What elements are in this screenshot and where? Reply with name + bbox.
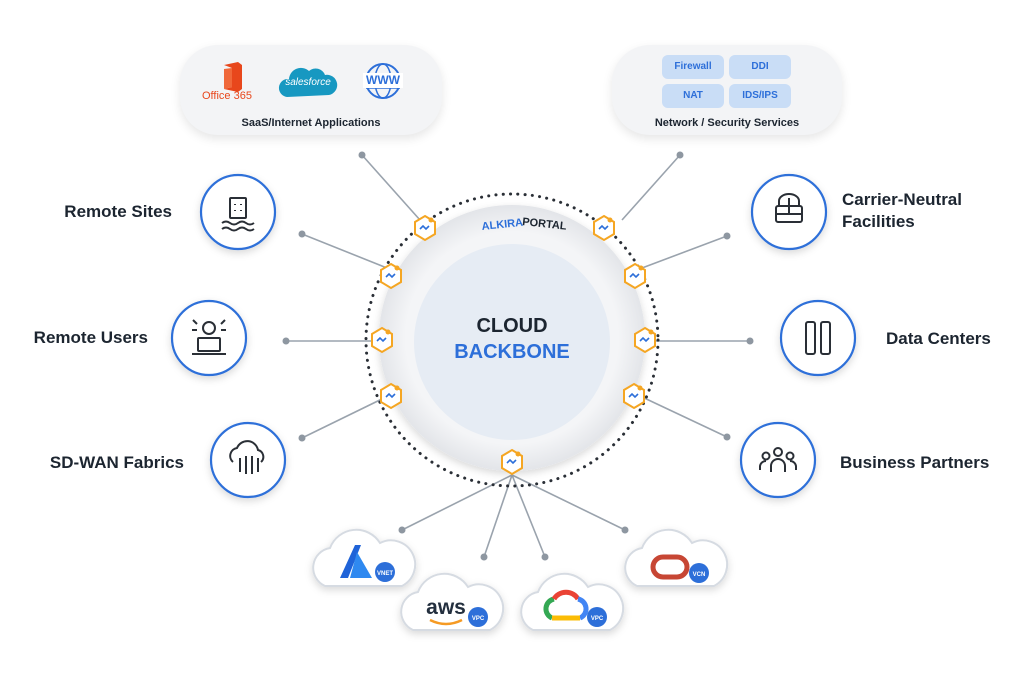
port-icon xyxy=(501,449,523,475)
connector-security xyxy=(621,154,681,221)
port-icon xyxy=(380,383,402,409)
office365-logo xyxy=(224,62,242,92)
saas-apps-panel: Office 365 salesforce WWW SaaS/Internet … xyxy=(180,45,442,135)
remote-users-label: Remote Users xyxy=(33,328,148,347)
carrier-neutral-label: Carrier-Neutral xyxy=(842,190,962,209)
sdwan-fabrics-node xyxy=(209,421,287,499)
connector-gcp xyxy=(511,474,546,558)
office365-icon xyxy=(212,59,252,99)
portal-brand: ALKIRA xyxy=(481,217,524,233)
aws-badge-text: VPC xyxy=(472,616,485,622)
connector-remote-sites xyxy=(301,233,388,269)
business-partners-node xyxy=(739,421,817,499)
connector-aws xyxy=(483,474,513,558)
vcn-badge xyxy=(689,563,709,583)
connector-lines xyxy=(286,154,750,558)
salesforce-label: salesforce xyxy=(285,77,331,88)
remote-user-icon xyxy=(192,319,226,355)
gcp-icon xyxy=(543,589,589,621)
aws-smile xyxy=(429,618,463,626)
connector-partners xyxy=(639,395,728,438)
nat-chip: NAT xyxy=(662,84,724,108)
aws-icon: aws xyxy=(426,596,466,619)
remote-sites-label: Remote Sites xyxy=(64,202,172,221)
office365-label: Office 365 xyxy=(202,90,252,102)
facilities-label: Facilities xyxy=(842,212,915,231)
remote-users-node xyxy=(170,299,248,377)
azure-badge-text: VNET xyxy=(377,571,393,577)
vnet-badge xyxy=(375,562,395,582)
salesforce-cloud xyxy=(278,67,338,97)
hub-title-line2: BACKBONE xyxy=(454,341,570,363)
carrier-neutral-node xyxy=(750,173,828,251)
oracle-cloud: VCN xyxy=(624,528,729,587)
port-icon xyxy=(623,383,645,409)
port-icon xyxy=(624,263,646,289)
salesforce-icon: salesforce xyxy=(277,63,339,103)
gcp-badge-text: VPC xyxy=(591,616,604,622)
aws-vpc-badge xyxy=(468,607,488,627)
port-icon xyxy=(414,215,436,241)
ddi-chip: DDI xyxy=(729,55,791,79)
firewall-chip: Firewall xyxy=(662,55,724,79)
cloud-backbone-hub: CLOUD BACKBONE ALKIRA PORTAL xyxy=(364,192,660,488)
azure-cloud: VNET xyxy=(312,528,417,587)
remote-sites-node xyxy=(199,173,277,251)
hub-inner-disc xyxy=(414,244,610,440)
facility-icon xyxy=(775,193,803,223)
business-partners-label: Business Partners xyxy=(840,453,990,472)
security-services-panel: Firewall DDI NAT IDS/IPS Network / Secur… xyxy=(612,45,842,135)
data-centers-label: Data Centers xyxy=(886,329,991,348)
azure-icon xyxy=(340,545,372,578)
building-icon xyxy=(221,197,255,232)
oracle-badge-text: VCN xyxy=(693,572,706,578)
saas-caption: SaaS/Internet Applications xyxy=(241,117,381,129)
connector-end-dots xyxy=(282,151,754,561)
connector-oracle xyxy=(511,474,626,531)
gcp-vpc-badge xyxy=(587,607,607,627)
connector-carrier xyxy=(641,235,728,269)
port-icon xyxy=(593,215,615,241)
dotted-ring xyxy=(364,192,660,488)
data-centers-node xyxy=(779,299,857,377)
sdwan-fabrics-label: SD-WAN Fabrics xyxy=(49,453,184,472)
ids-ips-chip: IDS/IPS xyxy=(729,84,791,108)
oracle-icon xyxy=(650,554,690,580)
gcp-cloud: VPC xyxy=(520,572,625,631)
connector-sdwan xyxy=(301,395,389,439)
www-label: WWW xyxy=(363,73,403,88)
security-caption: Network / Security Services xyxy=(654,117,800,129)
datacenter-icon xyxy=(805,321,831,355)
port-icon xyxy=(380,263,402,289)
port-icon xyxy=(634,327,656,353)
partners-icon xyxy=(759,447,797,472)
connector-saas xyxy=(361,154,421,221)
portal-word: PORTAL xyxy=(522,216,568,233)
www-globe-icon: WWW xyxy=(363,61,403,101)
port-icon xyxy=(371,327,393,353)
aws-cloud: aws VPC xyxy=(400,572,505,631)
sdwan-cloud-icon xyxy=(229,440,265,474)
hub-title-line1: CLOUD xyxy=(476,315,547,337)
